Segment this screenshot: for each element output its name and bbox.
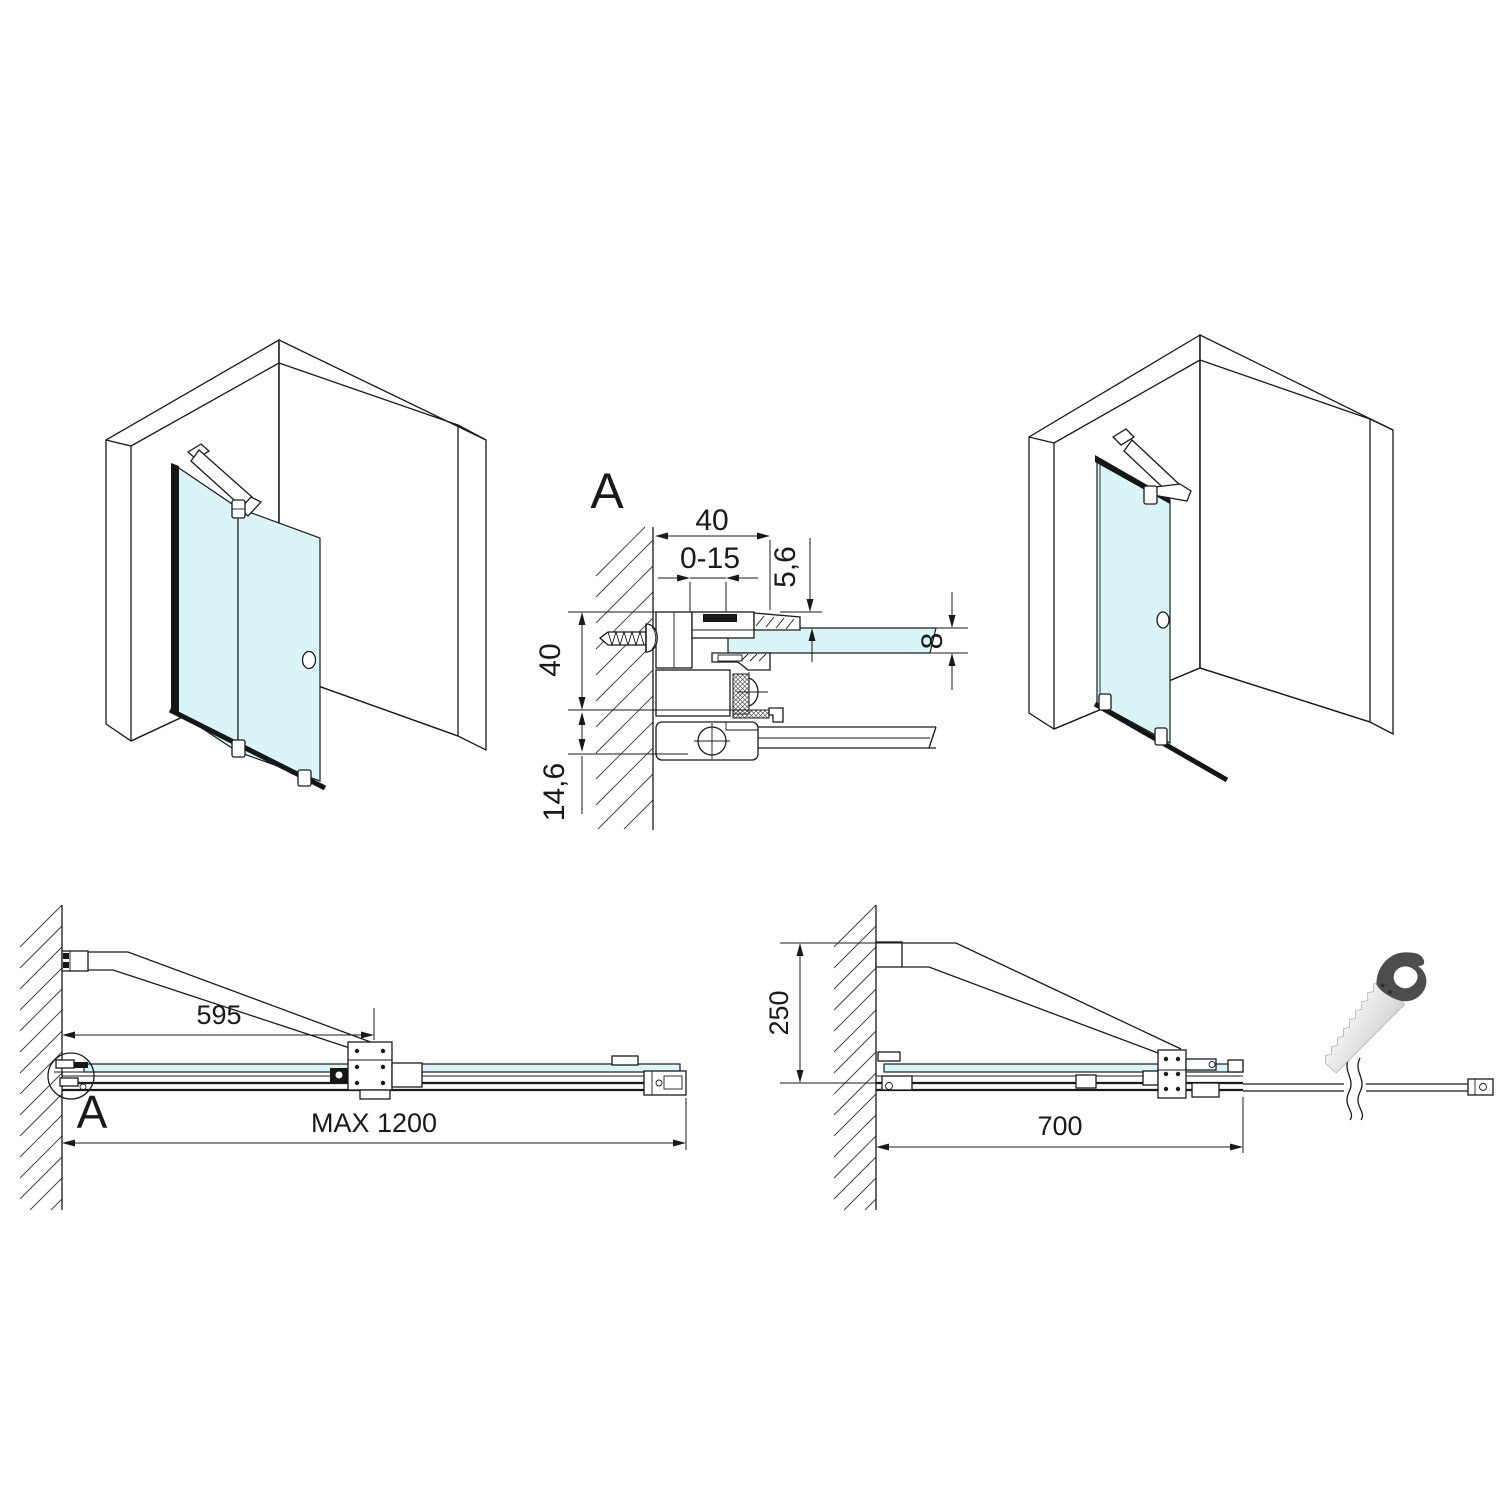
handle-hole [301, 650, 317, 670]
wall-hatching [595, 526, 654, 830]
detail-marker-label: A [77, 1086, 108, 1138]
detail-label: A [590, 463, 624, 519]
glass-assembly [62, 1041, 687, 1100]
dim-label-glass-inset: 5,6 [769, 546, 802, 588]
glass-assembly [876, 1049, 1244, 1099]
dim-label-glass-thickness: 8 [916, 633, 949, 650]
dim-label-support-bar-wall-offset: 250 [764, 990, 794, 1035]
wall-profile-section [655, 611, 937, 761]
dim-label-profile-width: 40 [695, 504, 728, 537]
extendable-rail [1243, 1057, 1494, 1121]
dim-label-support-bar-span: 595 [196, 1000, 241, 1030]
plan-view-single-panel: 250 700 [764, 904, 1494, 1211]
glass-panel-front [237, 507, 321, 782]
wall-profile [171, 463, 179, 714]
glass-panel-fixed [175, 464, 239, 754]
plan-view-two-panel: A 595 MAX 1200 [19, 904, 687, 1211]
iso-view-two-panel [105, 338, 487, 791]
dimensions: 250 700 [764, 942, 1244, 1153]
dimensions: 40 0-15 5,6 40 14,6 [534, 504, 968, 821]
dim-label-wall-profile-depth: 40 [534, 643, 567, 676]
section-detail-a: A [534, 463, 968, 830]
iso-view-single-panel [1028, 333, 1394, 783]
detail-marker-circle: A [47, 1052, 108, 1138]
mounting-clamps [231, 499, 312, 787]
support-bar [61, 950, 377, 1055]
dim-label-panel-width: 700 [1037, 1111, 1082, 1141]
mounting-clamps [1098, 485, 1168, 746]
wall-hatching [833, 904, 877, 1211]
dim-label-rail-depth: 14,6 [538, 763, 571, 821]
dimensions: 595 MAX 1200 [62, 1000, 687, 1150]
hand-saw-icon [1324, 952, 1427, 1074]
support-bar [875, 941, 1182, 1057]
support-bar [1111, 428, 1192, 502]
wall-hatching [19, 904, 63, 1211]
corner-walls [1028, 333, 1394, 736]
dim-label-max-total-width: MAX 1200 [311, 1108, 437, 1138]
screw [598, 623, 658, 653]
break-symbol [1346, 1057, 1364, 1121]
handle-hole [1156, 611, 1170, 629]
dim-label-adjustment-range: 0-15 [680, 542, 740, 575]
glass-section [727, 627, 937, 654]
